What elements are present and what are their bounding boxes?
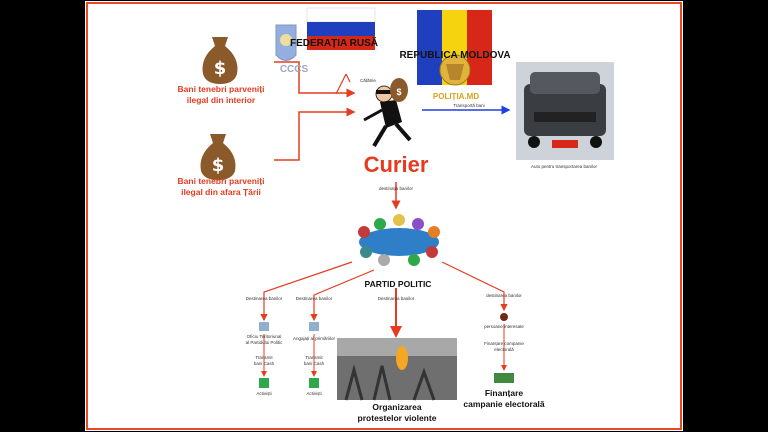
slide: $ $ $ bbox=[84, 0, 684, 432]
persoane-label: persoane interesate bbox=[484, 324, 524, 329]
protest-photo bbox=[337, 338, 457, 401]
office-icon bbox=[309, 322, 319, 331]
moldova-flag-icon bbox=[417, 10, 492, 85]
finantare-companie-label-2: electorală bbox=[494, 347, 514, 352]
activists-icon bbox=[309, 378, 319, 388]
svg-text:$: $ bbox=[214, 58, 227, 79]
dest-mid-left-label: Destinarea banilor bbox=[295, 296, 333, 301]
bani-exterior-label-1: Bani tenebri parveniți bbox=[177, 176, 265, 186]
transmit-left-label-2: bani Cash bbox=[253, 361, 275, 366]
police-emblem-icon bbox=[439, 54, 471, 86]
bani-interior-label-1: Bani tenebri parveniți bbox=[177, 84, 265, 94]
oficii-label-2: al Partidului Politic bbox=[245, 340, 283, 345]
organizarea-label-2: protestelor violente bbox=[357, 413, 437, 423]
svg-text:$: $ bbox=[212, 155, 225, 176]
transporta-label: Transportă bani bbox=[453, 103, 485, 108]
cccs-label: CCCS bbox=[279, 64, 309, 75]
angajati-label: Angajați ai primăriilor bbox=[292, 336, 336, 341]
finantare-label-2: campanie electorală bbox=[463, 399, 545, 409]
federatia-rusa-label: FEDERAȚIA RUSĂ bbox=[290, 38, 378, 49]
finantare-companie-label-1: Finanțare companie bbox=[484, 341, 524, 346]
diagram-arrows bbox=[260, 61, 511, 377]
bani-exterior-label-2: ilegal din afara Țării bbox=[181, 187, 261, 197]
finantare-label-1: Finanțare bbox=[484, 388, 524, 398]
transmit-mid-label-1: Transmit bbox=[305, 355, 323, 360]
oficii-label-1: Oficiu Teritoriunal bbox=[246, 334, 282, 339]
thief-courier-icon: $ bbox=[363, 78, 412, 148]
activisti-left-label: Activiști bbox=[256, 391, 272, 396]
slide-border bbox=[86, 2, 682, 430]
partid-politic-label: PARTID POLITIC bbox=[364, 279, 432, 289]
bani-interior-label-2: ilegal din interior bbox=[186, 95, 256, 105]
money-stack-icon bbox=[494, 373, 514, 383]
russia-flag-icon bbox=[306, 7, 376, 50]
money-bag-icon: $ bbox=[202, 37, 238, 84]
organizarea-label-1: Organizarea bbox=[372, 402, 422, 412]
destinatia-top-label: destinația banilor bbox=[378, 186, 414, 191]
political-party-table-icon bbox=[358, 214, 440, 266]
republica-moldova-label: REPUBLICA MOLDOVA bbox=[399, 50, 511, 61]
politia-label: POLIȚIA.MD bbox=[432, 92, 480, 101]
money-bag-icon: $ bbox=[200, 134, 236, 180]
transmit-left-label-1: Transmit bbox=[255, 355, 273, 360]
catatrie-label: Cătătrie bbox=[360, 78, 376, 83]
activists-icon bbox=[259, 378, 269, 388]
dest-right-label: destinarea banilor bbox=[486, 293, 522, 298]
dest-left-label: Destinarea banilor bbox=[245, 296, 283, 301]
cccs-emblem-icon bbox=[275, 24, 297, 61]
transmit-mid-label-2: bani Cash bbox=[303, 361, 325, 366]
activisti-mid-label: Activiști bbox=[306, 391, 322, 396]
svg-text:$: $ bbox=[396, 87, 401, 97]
car-photo bbox=[516, 62, 614, 160]
dest-center-label: Destinarea banilor bbox=[377, 296, 415, 301]
auto-label: Auto pentru transportarea banilor bbox=[530, 164, 598, 169]
office-icon bbox=[259, 322, 269, 331]
person-icon bbox=[500, 313, 508, 321]
curier-label: Curier bbox=[363, 152, 429, 177]
